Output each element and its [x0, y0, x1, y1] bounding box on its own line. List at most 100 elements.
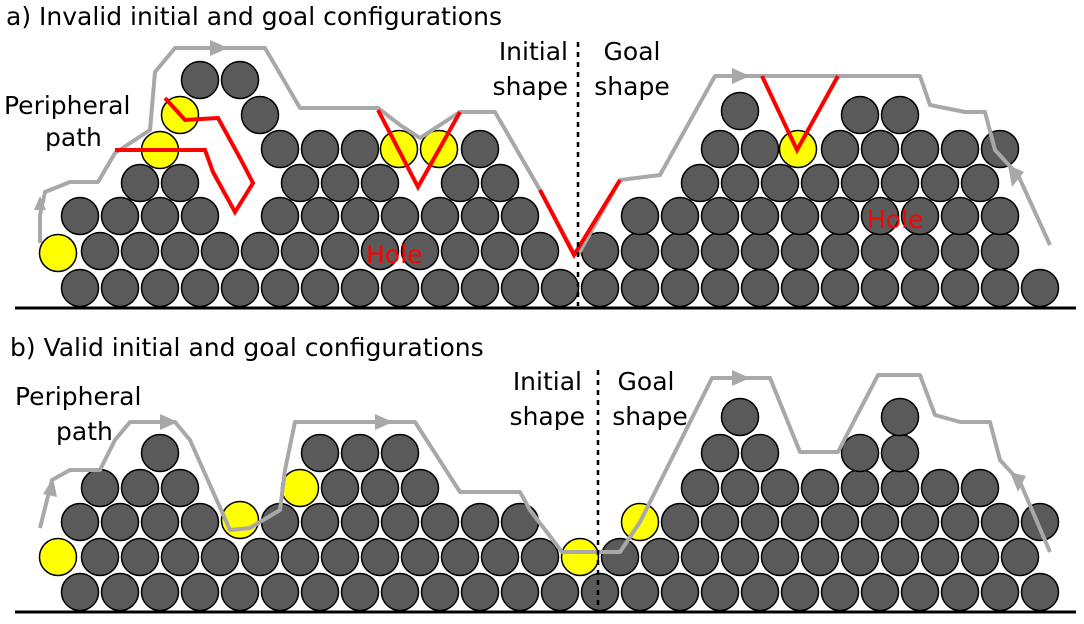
- robot-disc: [60, 268, 100, 308]
- robot-disc: [820, 502, 860, 542]
- robot-disc: [60, 502, 100, 542]
- robot-disc: [160, 537, 200, 577]
- robot-disc: [660, 231, 700, 271]
- robot-disc: [680, 163, 720, 203]
- robot-disc: [440, 537, 480, 577]
- invalid-path-a-2: [376, 109, 462, 192]
- robot-disc: [880, 433, 920, 473]
- robot-disc: [140, 196, 180, 236]
- robot-disc: [400, 537, 440, 577]
- robot-disc: [260, 572, 300, 612]
- robot-disc: [800, 163, 840, 203]
- robot-disc: [780, 502, 820, 542]
- robot-disc: [820, 572, 860, 612]
- robot-disc: [60, 572, 100, 612]
- robot-disc: [80, 231, 120, 271]
- robot-disc: [220, 572, 260, 612]
- robot-disc: [780, 268, 820, 308]
- goal-label-a-line2: shape: [594, 72, 669, 101]
- robot-disc: [640, 537, 680, 577]
- robot-disc: [500, 268, 540, 308]
- robot-disc: [60, 196, 100, 236]
- panel-b: b) Valid initial and goal configurations…: [10, 333, 1076, 614]
- robot-disc: [360, 468, 400, 508]
- invalid-path-a-3: [538, 178, 622, 260]
- robot-disc: [740, 502, 780, 542]
- robot-disc: [1020, 502, 1060, 542]
- robot-disc: [860, 572, 900, 612]
- robot-disc: [220, 60, 260, 100]
- robot-disc: [280, 537, 320, 577]
- invalid-path-a-1: [115, 96, 256, 216]
- robot-disc: [780, 196, 820, 236]
- robot-disc: [700, 433, 740, 473]
- robot-disc: [980, 129, 1020, 169]
- moving-robot-disc: [38, 537, 78, 577]
- robot-disc: [520, 537, 560, 577]
- robot-disc: [620, 572, 660, 612]
- robot-disc: [180, 502, 220, 542]
- robot-disc: [900, 502, 940, 542]
- robot-disc: [380, 268, 420, 308]
- robot-disc: [340, 502, 380, 542]
- robot-disc: [700, 268, 740, 308]
- robot-disc: [820, 268, 860, 308]
- robot-disc: [540, 572, 580, 612]
- robot-disc: [160, 231, 200, 271]
- robot-disc: [900, 129, 940, 169]
- robot-disc: [780, 572, 820, 612]
- robot-disc: [300, 268, 340, 308]
- robot-disc: [680, 537, 720, 577]
- robot-disc: [320, 537, 360, 577]
- robot-disc: [880, 397, 920, 437]
- peripheral-path-a-right: [576, 74, 1052, 256]
- robot-disc: [520, 231, 560, 271]
- panel-b-title: b) Valid initial and goal configurations: [10, 333, 484, 362]
- robot-disc: [840, 537, 880, 577]
- robot-disc: [340, 433, 380, 473]
- robot-disc: [880, 163, 920, 203]
- robot-disc: [700, 572, 740, 612]
- robot-disc: [920, 163, 960, 203]
- robot-disc: [740, 196, 780, 236]
- robot-disc: [940, 231, 980, 271]
- robot-disc: [720, 91, 760, 131]
- peripheral-path-b-left: [38, 420, 600, 554]
- robot-disc: [860, 129, 900, 169]
- robot-disc: [160, 468, 200, 508]
- robot-disc: [680, 468, 720, 508]
- robot-disc: [140, 572, 180, 612]
- robots-a: [60, 60, 1060, 308]
- robot-disc: [660, 572, 700, 612]
- robot-disc: [940, 502, 980, 542]
- robot-disc: [980, 502, 1020, 542]
- robot-disc: [720, 537, 760, 577]
- robot-disc: [320, 163, 360, 203]
- hole-label-a-left: Hole: [366, 240, 422, 269]
- robot-disc: [100, 268, 140, 308]
- robot-disc: [660, 196, 700, 236]
- goal-label-a-line1: Goal: [604, 37, 661, 66]
- robot-disc: [620, 231, 660, 271]
- robot-disc: [580, 572, 620, 612]
- robot-disc: [700, 502, 740, 542]
- path-arrow-up-b: [43, 478, 57, 497]
- robot-disc: [340, 268, 380, 308]
- robot-disc: [440, 231, 480, 271]
- robot-disc: [940, 572, 980, 612]
- robot-disc: [120, 537, 160, 577]
- robot-disc: [140, 268, 180, 308]
- robot-disc: [300, 502, 340, 542]
- robot-disc: [140, 502, 180, 542]
- robot-disc: [840, 433, 880, 473]
- moving-robot-disc: [560, 537, 600, 577]
- robot-disc: [180, 196, 220, 236]
- peripheral-label-a-line2: path: [45, 123, 102, 152]
- robot-disc: [900, 268, 940, 308]
- robot-disc: [480, 537, 520, 577]
- robot-disc: [160, 163, 200, 203]
- robot-disc: [860, 196, 900, 236]
- robot-disc: [980, 196, 1020, 236]
